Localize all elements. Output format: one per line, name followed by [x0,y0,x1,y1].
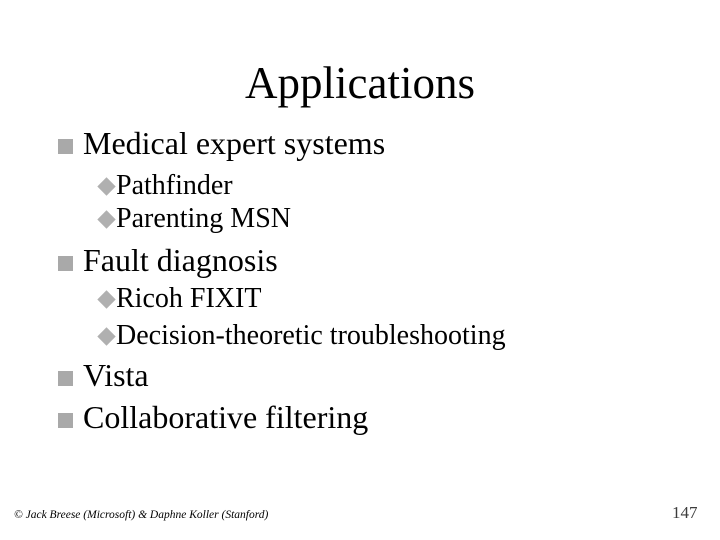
bullet-item: Medical expert systems [58,127,385,159]
sub-bullet-item: Ricoh FIXIT [97,285,261,313]
square-bullet-icon [58,371,73,386]
bullet-item-label: Fault diagnosis [83,242,278,278]
bullet-item: Fault diagnosis [58,244,278,276]
bullet-item-label: Medical expert systems [83,125,386,161]
square-bullet-icon [58,139,73,154]
square-bullet-icon [58,256,73,271]
page-title: Applications [245,58,475,108]
square-bullet-icon [58,413,73,428]
sub-bullet-item-label: Ricoh FIXIT [116,283,262,314]
footer-credit: © Jack Breese (Microsoft) & Daphne Kolle… [14,509,269,521]
sub-bullet-item-label: Parenting MSN [116,203,291,234]
page-number: 147 [672,503,698,522]
diamond-bullet-icon [97,177,116,196]
bullet-item-label: Collaborative filtering [83,399,369,435]
bullet-item: Collaborative filtering [58,401,368,433]
sub-bullet-item-label: Decision-theoretic troubleshooting [116,320,506,351]
diamond-bullet-icon [97,290,116,309]
diamond-bullet-icon [97,327,116,346]
bullet-item: Vista [58,359,149,391]
sub-bullet-item-label: Pathfinder [116,170,233,201]
bullet-item-label: Vista [83,357,149,393]
sub-bullet-item: Pathfinder [97,172,233,200]
diamond-bullet-icon [97,210,116,229]
sub-bullet-item: Decision-theoretic troubleshooting [97,322,506,350]
sub-bullet-item: Parenting MSN [97,205,291,233]
